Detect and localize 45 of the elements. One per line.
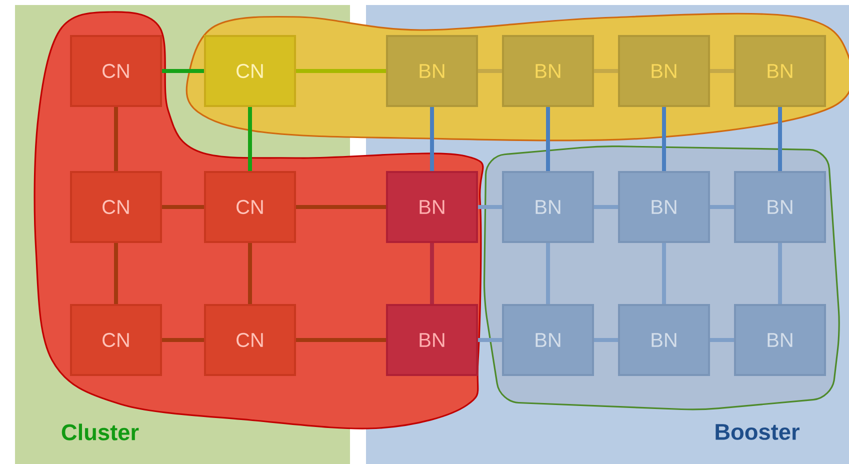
- node-box: BN: [734, 35, 826, 107]
- connector-line: [430, 107, 434, 171]
- node-box: BN: [734, 304, 826, 376]
- connector-line: [114, 243, 118, 304]
- connector-line: [662, 243, 666, 304]
- connector-line: [546, 243, 550, 304]
- connector-line: [478, 69, 502, 73]
- connector-line: [296, 205, 386, 209]
- connector-line: [248, 243, 252, 304]
- connector-line: [248, 107, 252, 171]
- node-box: CN: [204, 304, 296, 376]
- node-box: BN: [502, 35, 594, 107]
- connector-line: [162, 205, 204, 209]
- connector-line: [662, 107, 666, 171]
- connector-line: [162, 69, 204, 73]
- node-box: BN: [618, 35, 710, 107]
- connector-line: [430, 243, 434, 304]
- connector-line: [114, 107, 118, 171]
- connector-line: [296, 69, 386, 73]
- connector-line: [478, 338, 502, 342]
- connector-line: [594, 338, 618, 342]
- connector-line: [594, 205, 618, 209]
- connector-line: [710, 205, 734, 209]
- node-box: CN: [70, 304, 162, 376]
- connector-line: [296, 338, 386, 342]
- connector-line: [478, 205, 502, 209]
- connector-line: [710, 338, 734, 342]
- connector-line: [546, 107, 550, 171]
- node-box: BN: [386, 171, 478, 243]
- node-box: CN: [204, 171, 296, 243]
- node-box: BN: [734, 171, 826, 243]
- node-box: BN: [618, 304, 710, 376]
- node-box: BN: [386, 35, 478, 107]
- connector-line: [778, 107, 782, 171]
- node-box: CN: [204, 35, 296, 107]
- connector-line: [162, 338, 204, 342]
- node-box: CN: [70, 171, 162, 243]
- connector-line: [778, 243, 782, 304]
- node-box: BN: [502, 171, 594, 243]
- connector-line: [710, 69, 734, 73]
- node-box: BN: [502, 304, 594, 376]
- node-box: BN: [386, 304, 478, 376]
- connector-line: [594, 69, 618, 73]
- node-box: CN: [70, 35, 162, 107]
- node-box: BN: [618, 171, 710, 243]
